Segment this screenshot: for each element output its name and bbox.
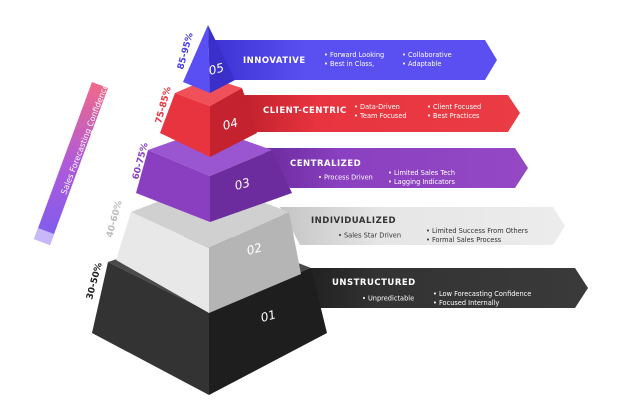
tier-05-bullet: • Forward Looking — [324, 51, 384, 59]
tier-02-bullet: • Sales Star Driven — [338, 232, 401, 240]
tier-05-title: INNOVATIVE — [243, 56, 306, 66]
tier-03-bullet: • Limited Sales Tech — [388, 169, 455, 177]
banner-01 — [290, 268, 588, 308]
banner-02 — [280, 207, 565, 245]
tier-02-bullet: • Limited Success From Others — [426, 227, 528, 235]
tier-02-percent: 40-60% — [105, 200, 124, 239]
banner-03 — [260, 148, 528, 188]
tier-04-bullet: • Team Focused — [354, 112, 407, 120]
tier-04-bullet: • Best Practices — [427, 112, 480, 120]
tier-04-number: 04 — [221, 115, 239, 132]
tier-01-bullet: • Focused Internally — [433, 299, 499, 307]
tier-04-title: CLIENT-CENTRIC — [263, 106, 347, 116]
tier-05-bullet: • Adaptable — [402, 60, 442, 68]
banner-05 — [205, 40, 497, 80]
side-label: Sales Forecasting Confidence — [59, 83, 110, 196]
tier-03-number: 03 — [233, 175, 251, 192]
tier-02-bullet: • Formal Sales Process — [426, 236, 502, 244]
tier-05-bullet: • Best in Class, — [324, 60, 374, 68]
tier-01-bullet: • Unpredictable — [362, 295, 414, 303]
tier-02-number: 02 — [245, 240, 263, 257]
confidence-arrow-bar: Sales Forecasting Confidence — [34, 82, 110, 245]
block-05 — [183, 25, 235, 93]
tier-02-title: INDIVIDUALIZED — [311, 216, 396, 226]
tier-01-title: UNSTRUCTURED — [332, 278, 416, 288]
tier-03-title: CENTRALIZED — [290, 159, 361, 169]
banner-04 — [230, 95, 520, 132]
tier-01-bullet: • Low Forecasting Confidence — [433, 290, 531, 298]
tier-03-bullet: • Lagging Indicators — [388, 178, 456, 186]
tier-05-bullet: • Collaborative — [402, 51, 452, 59]
tier-04-bullet: • Data-Driven — [354, 103, 400, 111]
tier-04-bullet: • Client Focused — [427, 103, 481, 111]
tier-03-bullet: • Process Driven — [318, 174, 373, 182]
tier-05-number: 05 — [207, 60, 225, 77]
tier-01-number: 01 — [259, 307, 277, 324]
